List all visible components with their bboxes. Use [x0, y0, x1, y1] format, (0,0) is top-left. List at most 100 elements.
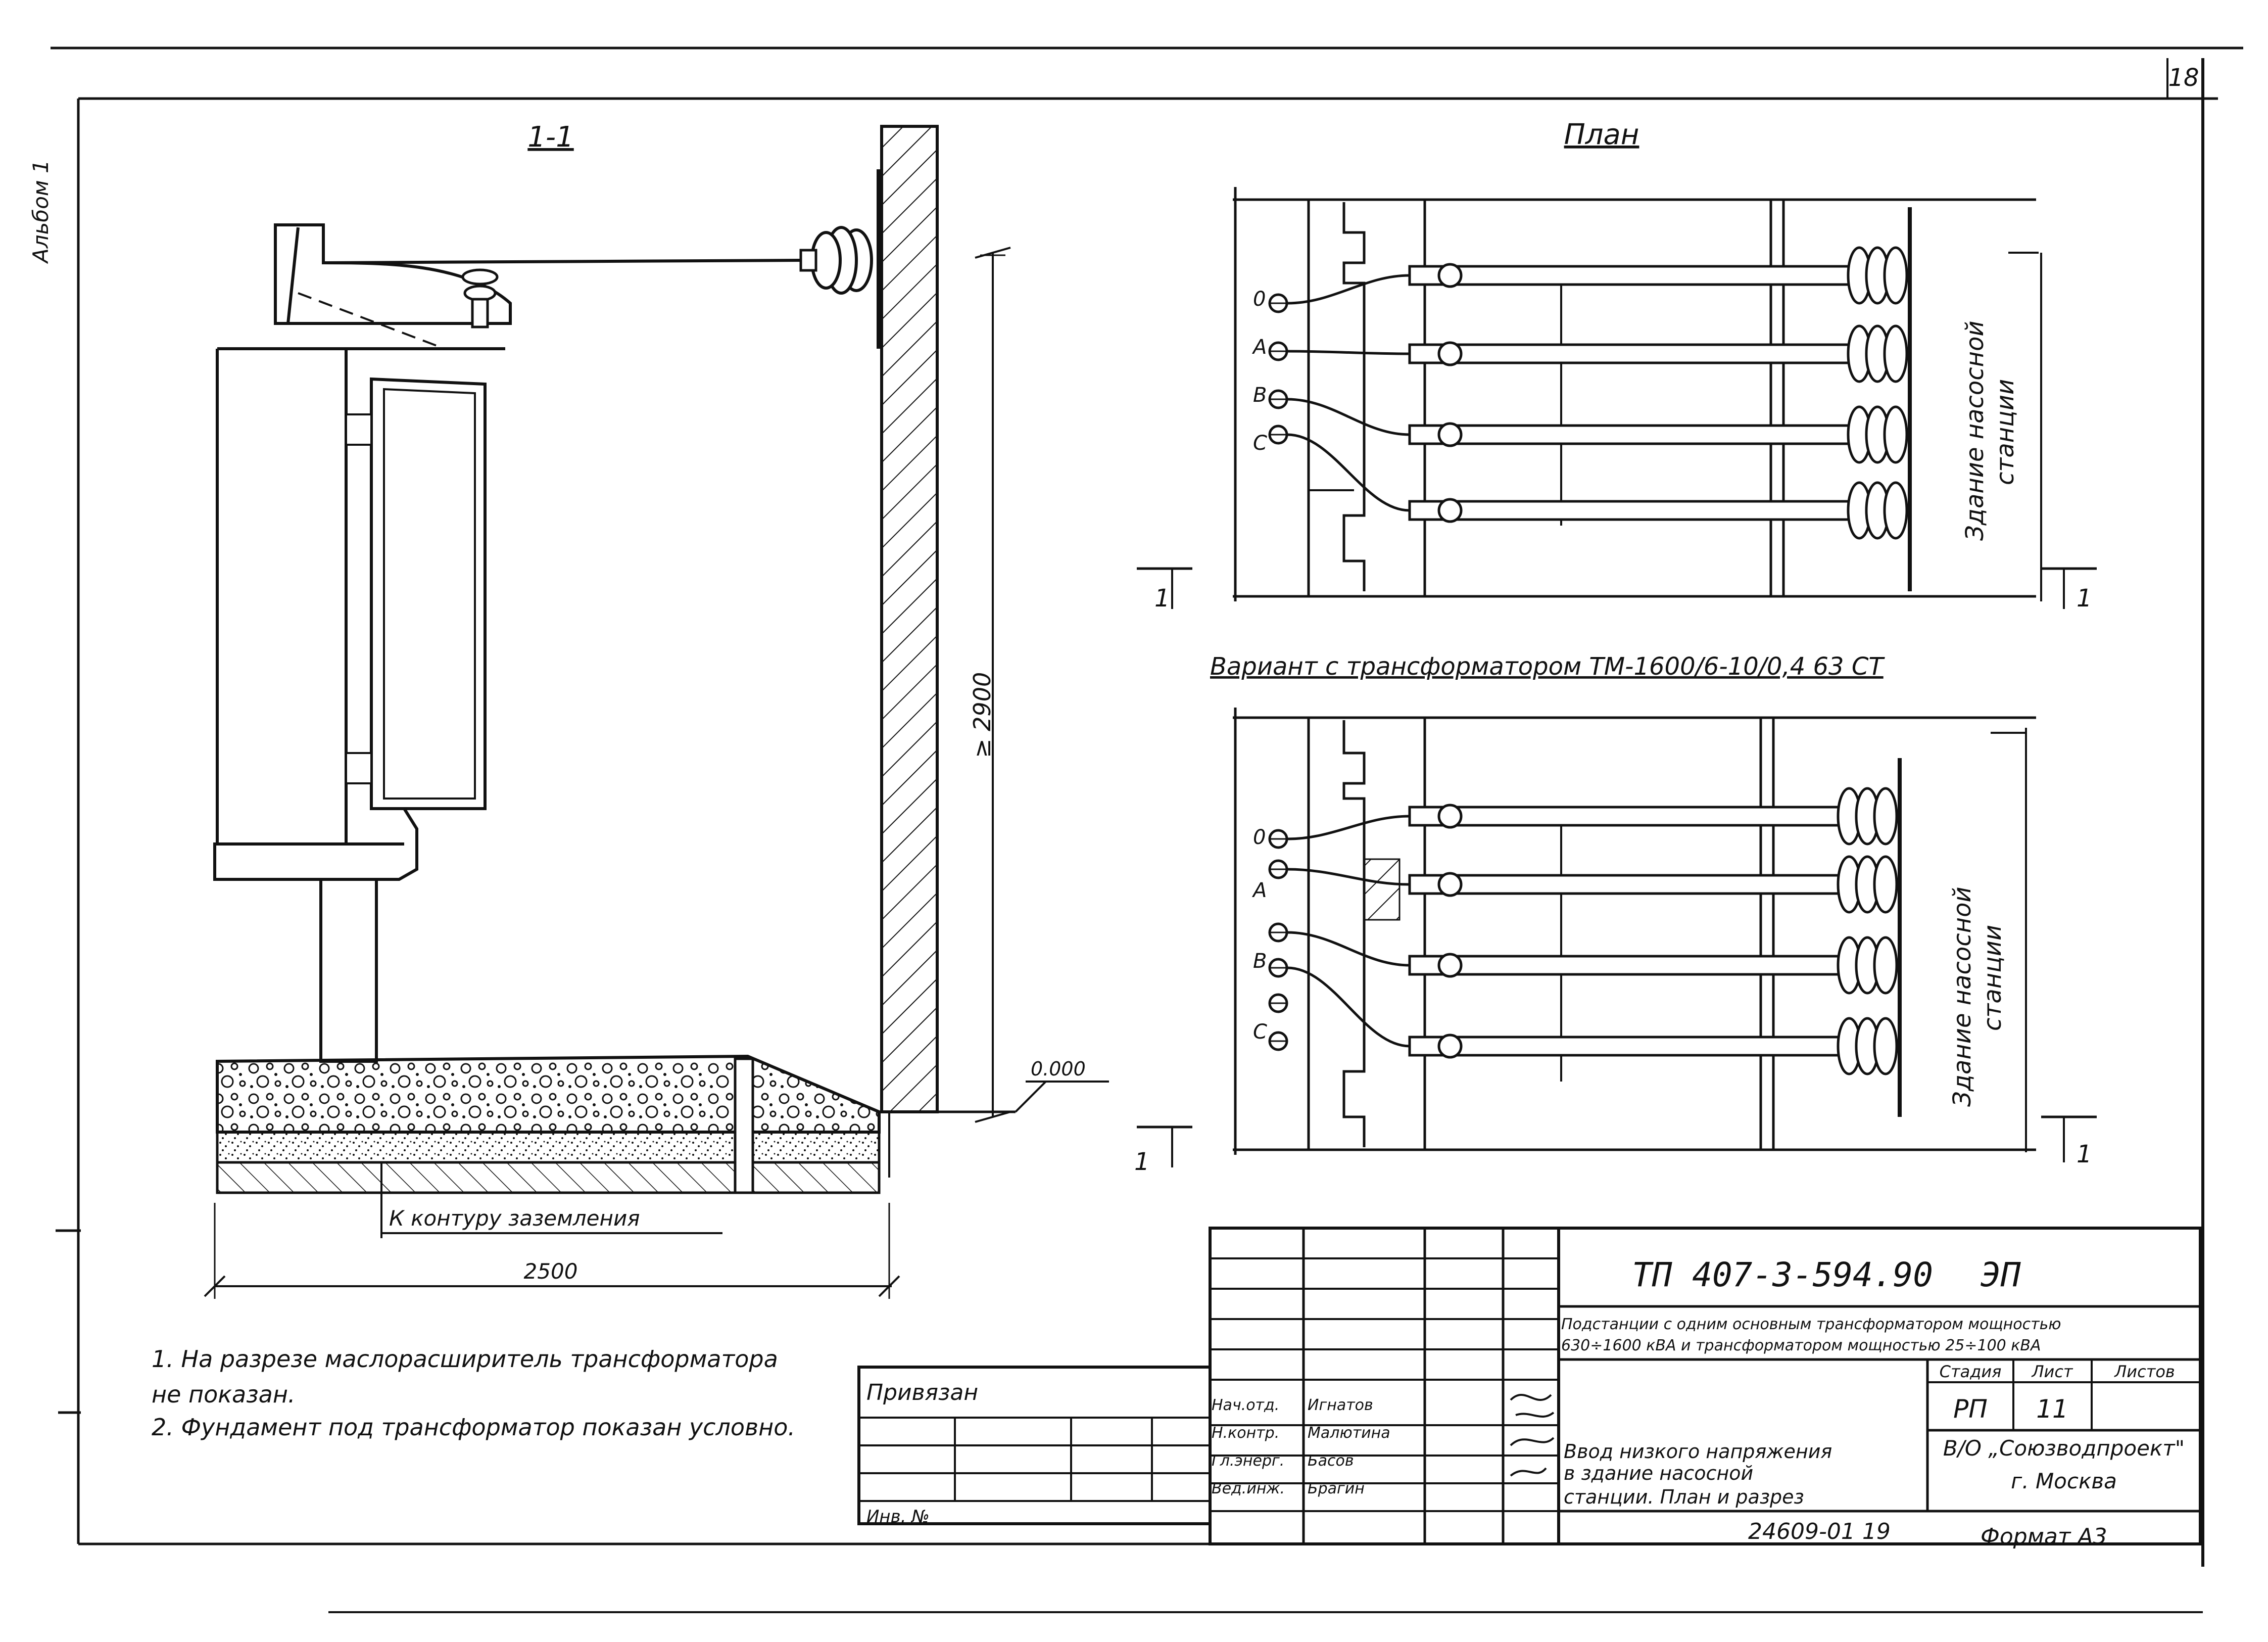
busbar — [1408, 806, 1841, 827]
cable-line — [1287, 868, 1410, 886]
busbar — [1408, 343, 1851, 364]
bushing-insulator-icon — [461, 268, 499, 329]
document-code: ТП 407-3-594.90 — [1632, 1255, 1933, 1294]
drawing-title-3: станции. План и разрез — [1564, 1486, 1804, 1508]
wall-insulator-icon — [799, 169, 882, 349]
cable-line — [1287, 274, 1410, 305]
variant-cut-right: 1 — [2077, 1140, 2092, 1168]
variant-cut-left: 1 — [1134, 1148, 1150, 1176]
busbar — [1408, 955, 1841, 976]
stage-value: РП — [1953, 1394, 1988, 1424]
sig-name-1: Игнатов — [1308, 1396, 1373, 1414]
sig-role-3: Гл.энерг. — [1212, 1452, 1284, 1470]
insulator-disc-icon — [1873, 1017, 1898, 1075]
insulator-disc-icon — [1883, 324, 1908, 383]
stage-header: Стадия — [1940, 1362, 2002, 1381]
width-label: 2500 — [524, 1259, 578, 1284]
document-number: 24609-01 19 — [1748, 1519, 1891, 1544]
plan-building-label-2: станции — [1991, 379, 2019, 485]
clamp-icon — [1437, 804, 1463, 829]
clamp-icon — [1437, 498, 1463, 523]
note-1: 1. На разрезе маслорасширитель трансформ… — [152, 1345, 778, 1373]
insulator-disc-icon — [1883, 481, 1908, 540]
clamp-icon — [1437, 872, 1463, 897]
ground-label: К контуру заземления — [389, 1206, 640, 1231]
plan-building-label-1: Здание насосной — [1961, 320, 1989, 541]
album-label: Альбом 1 — [28, 160, 53, 264]
sig-role-4: Вед.инж. — [1212, 1480, 1285, 1497]
title-block — [857, 1227, 2202, 1545]
organization-1: В/О „Союзводпроект" — [1943, 1436, 2185, 1461]
drawing-title-2: в здание насосной — [1564, 1462, 1753, 1484]
drawing-title-1: Ввод низкого напряжения — [1564, 1440, 1832, 1463]
page-number: 18 — [2168, 64, 2199, 92]
sig-role-1: Нач.отд. — [1212, 1396, 1279, 1414]
insulator-disc-icon — [1873, 936, 1898, 995]
description-line-2: 630÷1600 кВА и трансформатором мощностью… — [1561, 1337, 2041, 1354]
plan-title: План — [1564, 118, 1639, 151]
organization-2: г. Москва — [2011, 1469, 2117, 1493]
variant-phase-c: С — [1253, 1020, 1267, 1044]
busbar — [1408, 500, 1851, 521]
document-suffix: ЭП — [1981, 1255, 2021, 1294]
clamp-icon — [1437, 1034, 1463, 1059]
plan-phase-b: В — [1253, 384, 1267, 407]
foundation — [216, 1054, 1016, 1194]
cable-line — [1287, 966, 1410, 1048]
building-wall — [880, 125, 939, 1113]
variant-plan-view — [1137, 708, 2097, 1167]
insulator-disc-icon — [1883, 405, 1908, 464]
sheet-frame — [51, 46, 2243, 1613]
clamp-icon — [1437, 422, 1463, 447]
note-2: 2. Фундамент под трансформатор показан у… — [152, 1414, 795, 1441]
description-line-1: Подстанции с одним основным трансформато… — [1561, 1316, 2061, 1333]
busbar — [1408, 424, 1851, 445]
variant-phase-b: В — [1253, 950, 1267, 973]
clamp-icon — [1437, 953, 1463, 978]
busbar — [1408, 874, 1841, 895]
plan-phase-a: А — [1251, 336, 1267, 359]
sheet-header: Лист — [2031, 1362, 2073, 1381]
plan-view — [1137, 187, 2097, 609]
variant-building-label-1: Здание насосной — [1948, 886, 1976, 1107]
sheet-format: Формат А3 — [1981, 1524, 2107, 1550]
section-1-1 — [204, 125, 1109, 1299]
plan-phase-c: С — [1253, 432, 1267, 455]
section-title: 1-1 — [527, 121, 573, 154]
wall-height-label: ≥ 2900 — [969, 672, 996, 758]
plan-phase-0: 0 — [1253, 288, 1266, 311]
sig-role-2: Н.контр. — [1212, 1424, 1279, 1442]
sig-name-4: Брагин — [1308, 1480, 1365, 1497]
cable-line — [1287, 433, 1410, 512]
variant-phase-a: А — [1251, 879, 1267, 902]
insulator-disc-icon — [1873, 787, 1898, 846]
sig-name-2: Малютина — [1308, 1424, 1390, 1442]
insulator-disc-icon — [1873, 855, 1898, 914]
cable-line — [1287, 931, 1410, 967]
clamp-icon — [1437, 263, 1463, 288]
busbar — [1408, 1036, 1841, 1057]
transformer — [213, 223, 512, 1063]
height-dimension — [975, 247, 1011, 1123]
variant-phase-0: 0 — [1253, 826, 1266, 849]
sheets-header: Листов — [2114, 1362, 2175, 1381]
cable-line — [1287, 815, 1410, 840]
plan-cut-left: 1 — [1154, 584, 1170, 613]
zero-mark-label: 0.000 — [1031, 1058, 1086, 1080]
sig-name-3: Басов — [1308, 1452, 1354, 1470]
note-1-cont: не показан. — [152, 1381, 296, 1408]
sheet-value: 11 — [2036, 1394, 2068, 1424]
text-layer: 18 Альбом 1 1-1 ≥ 2900 0.000 К контуру з… — [28, 64, 2199, 1550]
cable-line — [1287, 350, 1410, 355]
privyazan-label: Привязан — [866, 1380, 978, 1405]
inv-number-label: Инв. № — [866, 1507, 930, 1527]
clamp-icon — [1437, 341, 1463, 366]
zero-level-mark — [1015, 1081, 1109, 1113]
variant-title: Вариант с трансформатором ТМ-1600/6-10/0… — [1210, 652, 1885, 681]
cable-line — [1287, 398, 1410, 436]
variant-building-label-2: станции — [1979, 925, 2007, 1031]
width-dimension — [204, 1203, 900, 1299]
plan-cut-right: 1 — [2077, 584, 2092, 613]
busbar — [1408, 265, 1851, 286]
